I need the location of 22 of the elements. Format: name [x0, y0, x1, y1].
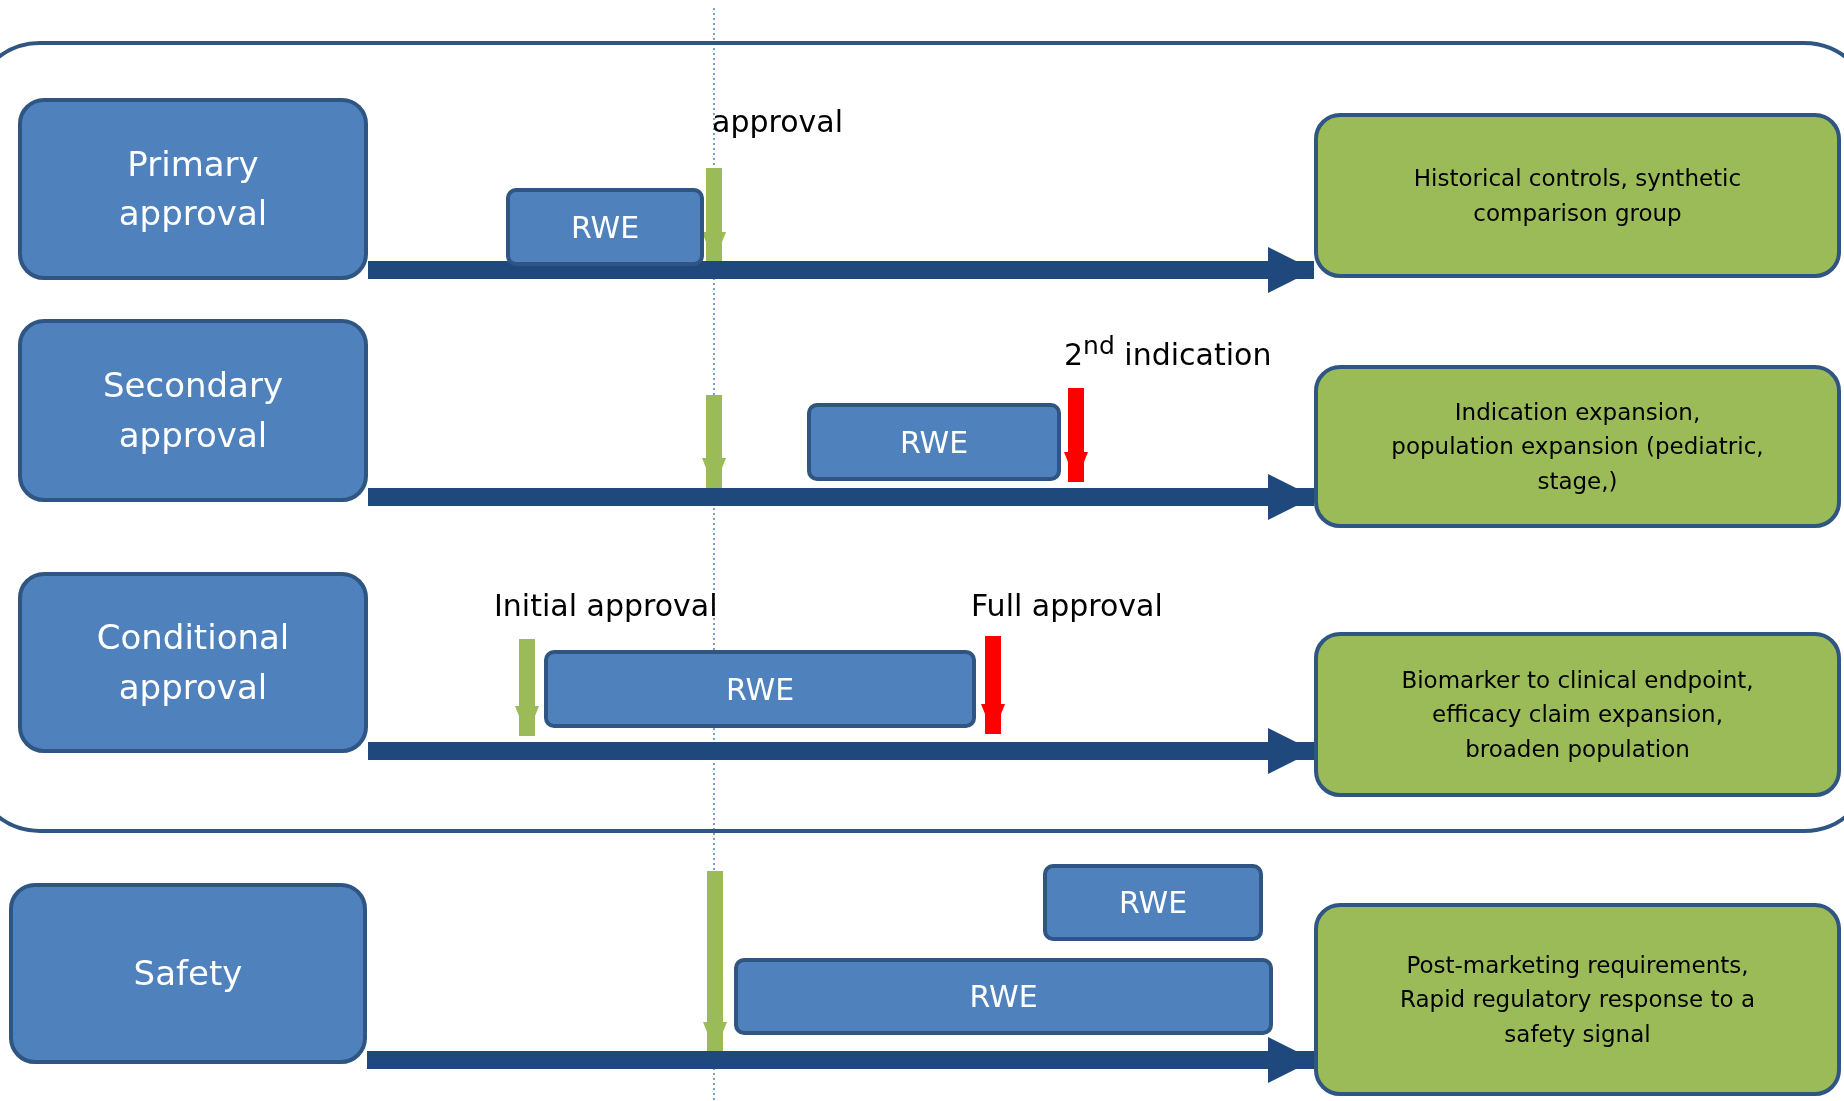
category-box: Primary approval — [18, 98, 368, 280]
outcome-box: Indication expansion, population expansion (pediatric, stage,) — [1314, 365, 1841, 528]
rwe-bar: RWE — [1043, 864, 1263, 941]
rwe-bar: RWE — [734, 958, 1273, 1035]
outcome-box: Post-marketing requirements, Rapid regulatory response to a safety signal — [1314, 903, 1841, 1096]
milestone-label: Initial approval — [494, 588, 718, 623]
timeline-arrow — [367, 1037, 1314, 1083]
milestone-label: 2$^{nd}$ indication — [1064, 331, 1272, 372]
group-outline — [0, 41, 1844, 833]
milestone-label: Full approval — [971, 588, 1163, 623]
category-box: Conditional approval — [18, 572, 368, 753]
timeline-arrow — [368, 728, 1314, 774]
timeline-arrow — [368, 247, 1314, 293]
outcome-box: Biomarker to clinical endpoint, efficacy claim expansion, broaden population — [1314, 632, 1841, 797]
category-box: Secondary approval — [18, 319, 368, 502]
rwe-bar: RWE — [544, 650, 976, 728]
rwe-bar: RWE — [506, 188, 704, 266]
outcome-box: Historical controls, synthetic comparison group — [1314, 113, 1841, 278]
category-box: Safety — [9, 883, 367, 1064]
timeline-arrow — [368, 474, 1314, 520]
rwe-bar: RWE — [807, 403, 1061, 481]
milestone-label: approval — [712, 104, 843, 139]
